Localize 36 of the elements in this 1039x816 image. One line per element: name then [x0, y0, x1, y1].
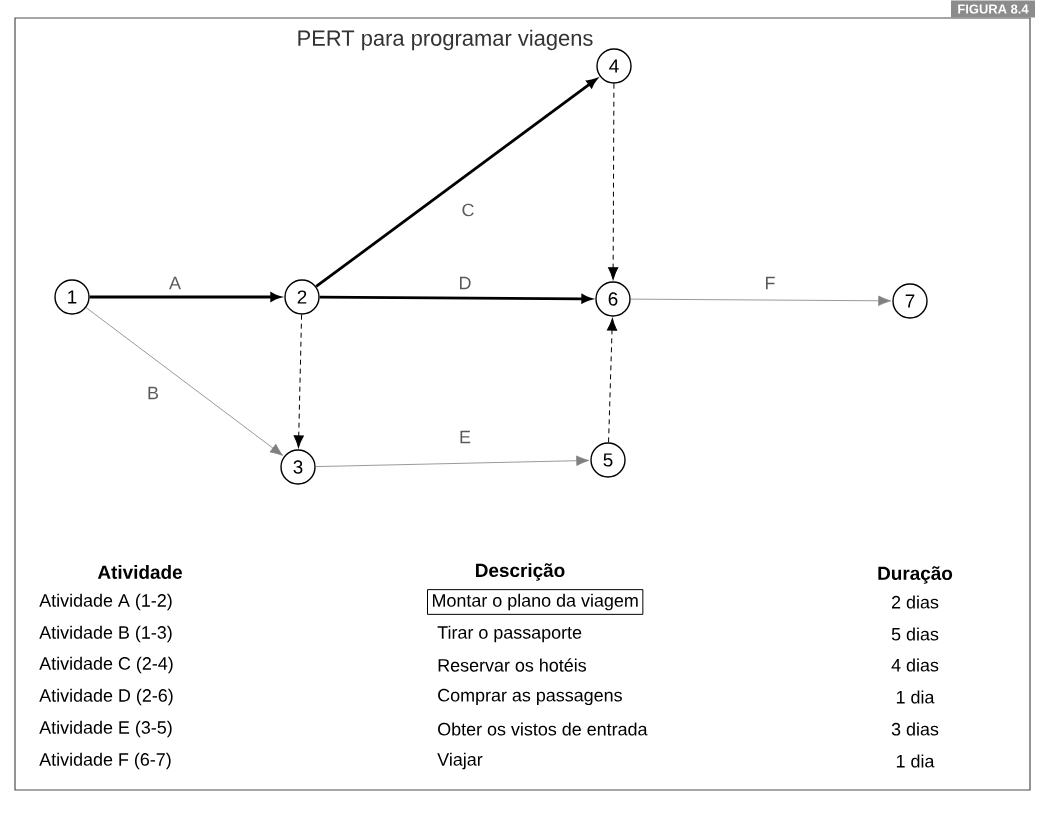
- title: PERT para programar viagens: [298, 29, 593, 51]
- arrow: [608, 83, 619, 280]
- table-cell: 4 dias: [891, 658, 939, 672]
- arrow: [89, 292, 281, 302]
- table-cell: 2 dias: [892, 595, 939, 609]
- table-cell: Atividade C (2-4): [39, 656, 173, 674]
- arrow: [315, 78, 597, 288]
- table-cell: Comprar as passagens: [438, 688, 622, 706]
- edge-label: D: [457, 275, 473, 291]
- edge-label: F: [763, 275, 777, 291]
- table-cell: 1 dia: [896, 690, 935, 704]
- arrow: [606, 318, 618, 443]
- table-cell: Viajar: [437, 752, 483, 770]
- arrow: [315, 455, 590, 467]
- arrow: [85, 307, 283, 456]
- table-cell: Obter os vistos de entrada: [438, 722, 648, 736]
- table-cell: 5 dias: [891, 627, 939, 641]
- table-cell: Atividade A (1-2): [39, 593, 172, 611]
- arrow: [630, 295, 892, 306]
- arrow: [293, 314, 304, 448]
- figure-tab: FIGURA 8.4: [951, 0, 1035, 18]
- edge-label: B: [146, 385, 160, 401]
- edge-label: E: [458, 429, 472, 445]
- table-cell: 1 dia: [896, 754, 935, 768]
- arrow: [319, 294, 592, 304]
- edge-label: A: [168, 275, 182, 291]
- table-cell: Atividade F (6-7): [39, 752, 171, 770]
- table-cell: 3 dias: [891, 722, 939, 736]
- edge-label: C: [460, 202, 476, 218]
- highlighted-cell: Montar o plano da viagem: [427, 589, 644, 615]
- column-header: Atividade: [97, 565, 182, 579]
- table-cell: Reservar os hotéis: [438, 658, 587, 672]
- table-cell: Atividade E (3-5): [39, 720, 172, 738]
- table-cell: Atividade D (2-6): [39, 688, 173, 706]
- column-header: Duração: [878, 566, 953, 584]
- table-cell: Atividade B (1-3): [39, 625, 172, 643]
